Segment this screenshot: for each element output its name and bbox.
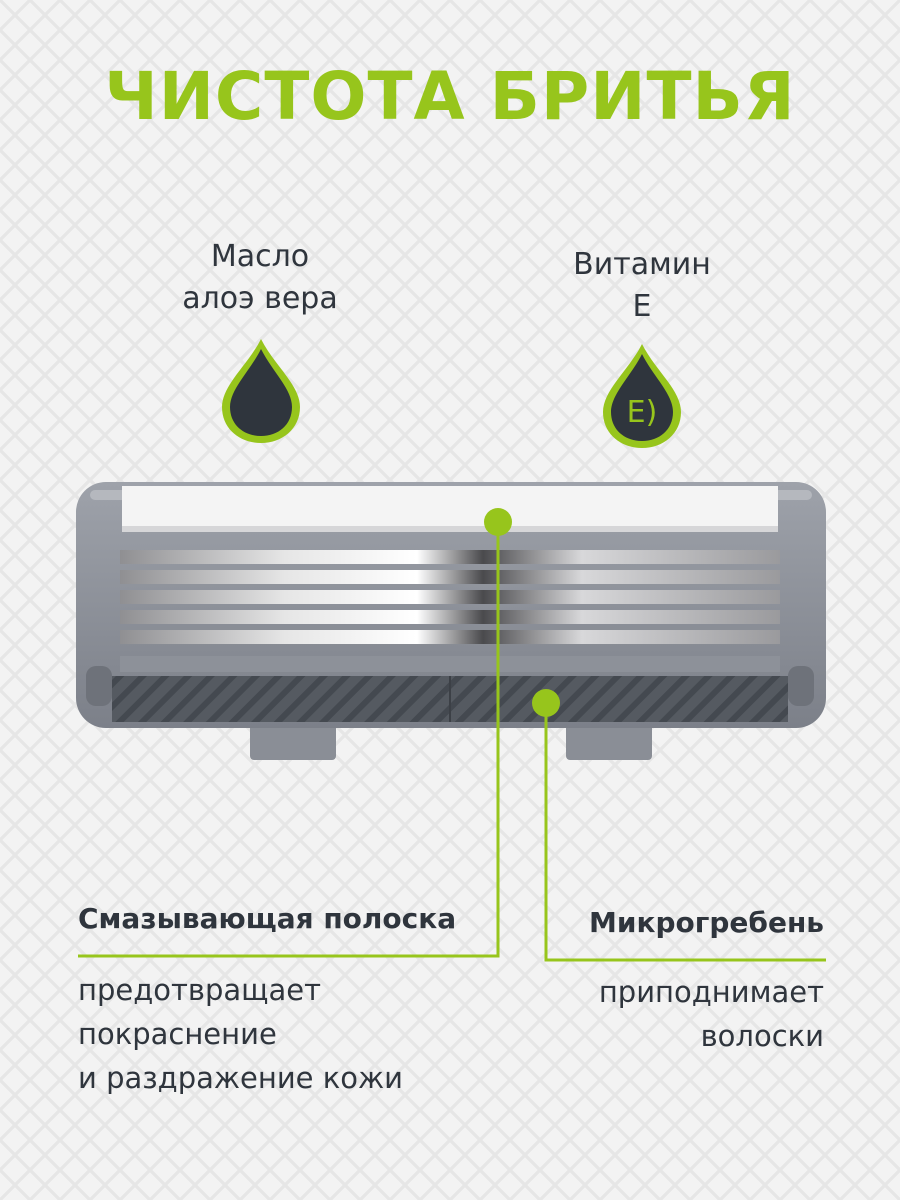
microcomb-heading: Микрогребень <box>588 906 824 939</box>
feature-vitamin-line1: Витамин <box>573 247 711 282</box>
feature-aloe-line2: алоэ вера <box>182 281 338 316</box>
feature-vitamin-label: Витамин E <box>542 244 742 328</box>
right-desc-line: волоски <box>700 1019 824 1053</box>
right-desc-line: приподнимает <box>598 975 824 1009</box>
page-title: ЧИСТОТА БРИТЬЯ <box>104 58 796 135</box>
vitamin-e-drop-icon: E) <box>603 344 681 448</box>
lubricating-strip-description: предотвращает покраснение и раздражение … <box>78 968 478 1100</box>
drop-icon <box>222 339 300 443</box>
feature-vitamin-line2: E <box>632 289 652 324</box>
vitamin-e-letter: E) <box>627 395 658 430</box>
strip-marker-dot <box>484 508 512 536</box>
lubricating-strip-heading: Смазывающая полоска <box>78 902 457 935</box>
feature-aloe-label: Масло алоэ вера <box>160 236 360 320</box>
left-desc-line: покраснение <box>78 1017 277 1051</box>
microcomb-description: приподнимает волоски <box>504 970 824 1058</box>
comb-marker-dot <box>532 689 560 717</box>
left-desc-line: и раздражение кожи <box>78 1061 403 1095</box>
razor-cartridge <box>76 482 826 962</box>
feature-aloe-line1: Масло <box>210 239 310 274</box>
left-desc-line: предотвращает <box>78 973 321 1007</box>
